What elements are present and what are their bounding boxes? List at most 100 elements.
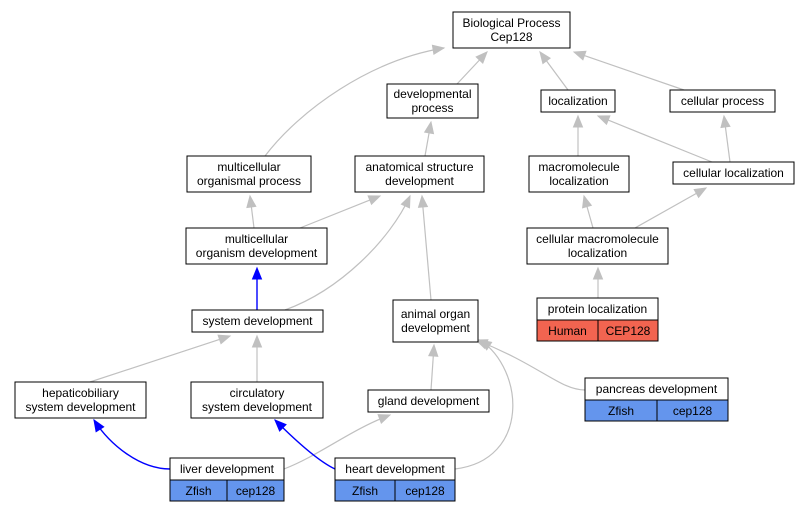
term-box [540,89,616,113]
edge-loc-to-bp [539,50,569,91]
edge-sd-to-asd [284,194,411,311]
edge-arrowhead [367,195,382,206]
edge-mod-to-asd [299,195,382,229]
term-label: multicellular [217,160,280,174]
edge-cml-to-cl [634,187,708,229]
edge-mop-to-bp [264,44,446,157]
edge-ld-to-gd [283,414,392,470]
edge-line [424,132,430,157]
edge-line [430,355,434,391]
edge-csd-to-sd [251,334,263,382]
term-label: anatomical structure [365,160,473,174]
term-label: localization [548,94,607,108]
term-box [669,89,776,113]
edge-arrowhead [274,419,287,432]
term-label: Cep128 [490,30,532,44]
edge-arrowhead [400,194,411,209]
term-label: animal organ [401,307,470,321]
edge-arrowhead [572,50,587,61]
edge-arrowhead [582,194,593,209]
term-label: development [385,174,454,188]
edge-arrowhead [720,114,731,129]
term-label: liver development [180,462,275,476]
edge-arrowhead [693,187,708,199]
gene-cell [226,479,285,502]
species-label: Human [548,324,587,338]
term-box [528,155,630,193]
gene-label: cep128 [673,404,713,418]
edge-arrowhead [596,115,611,126]
edge-line [456,59,480,85]
term-node-loc[interactable]: localization [540,89,616,113]
term-box [354,155,485,193]
term-label: process [411,101,453,115]
term-node-gd[interactable]: gland development [367,389,490,413]
term-box [191,309,324,333]
edge-asd-to-dev [423,120,435,157]
edge-pl-to-cml [592,266,604,298]
term-box [186,155,312,193]
edge-line [422,206,432,301]
term-node-sd[interactable]: system development [191,309,324,333]
edge-cml-to-ml [582,194,594,229]
term-label: circulatory [230,386,285,400]
edge-line [586,206,594,229]
term-box [185,227,328,265]
edge-line [299,199,371,229]
term-label: cellular localization [683,166,784,180]
term-label: cellular macromolecule [536,232,659,246]
edge-arrowhead [539,50,551,65]
term-label: multicellular [225,232,288,246]
edge-mod-to-mop [246,194,257,229]
edge-arrowhead [423,120,435,135]
term-label: pancreas development [596,382,718,396]
edge-hd-to-csd [274,419,336,470]
term-label: system development [202,400,313,414]
species-label: Zfish [185,484,211,498]
term-node-cl[interactable]: cellular localization [672,161,795,185]
edge-line [264,47,445,157]
edge-arrowhead [217,334,232,345]
term-box [392,299,479,343]
edge-arrowhead [246,194,257,209]
edge-line [724,126,731,163]
term-box [672,161,795,185]
species-label: Zfish [352,484,378,498]
edge-line [250,206,255,229]
edge-layer [89,44,731,470]
term-label: gland development [378,394,480,408]
term-node-cp[interactable]: cellular process [669,89,776,113]
edge-line [634,192,697,229]
edge-cl-to-cp [720,114,731,163]
edge-line [284,195,411,311]
edge-hd-to-aod [454,339,514,470]
edge-cl-to-loc [596,115,713,163]
edge-hsd-to-sd [89,334,232,383]
term-box [367,389,490,413]
gene-cell [656,399,729,422]
edge-ml-to-loc [572,114,584,156]
term-box [190,381,324,419]
edge-line [475,339,586,391]
gene-cell [394,479,456,502]
